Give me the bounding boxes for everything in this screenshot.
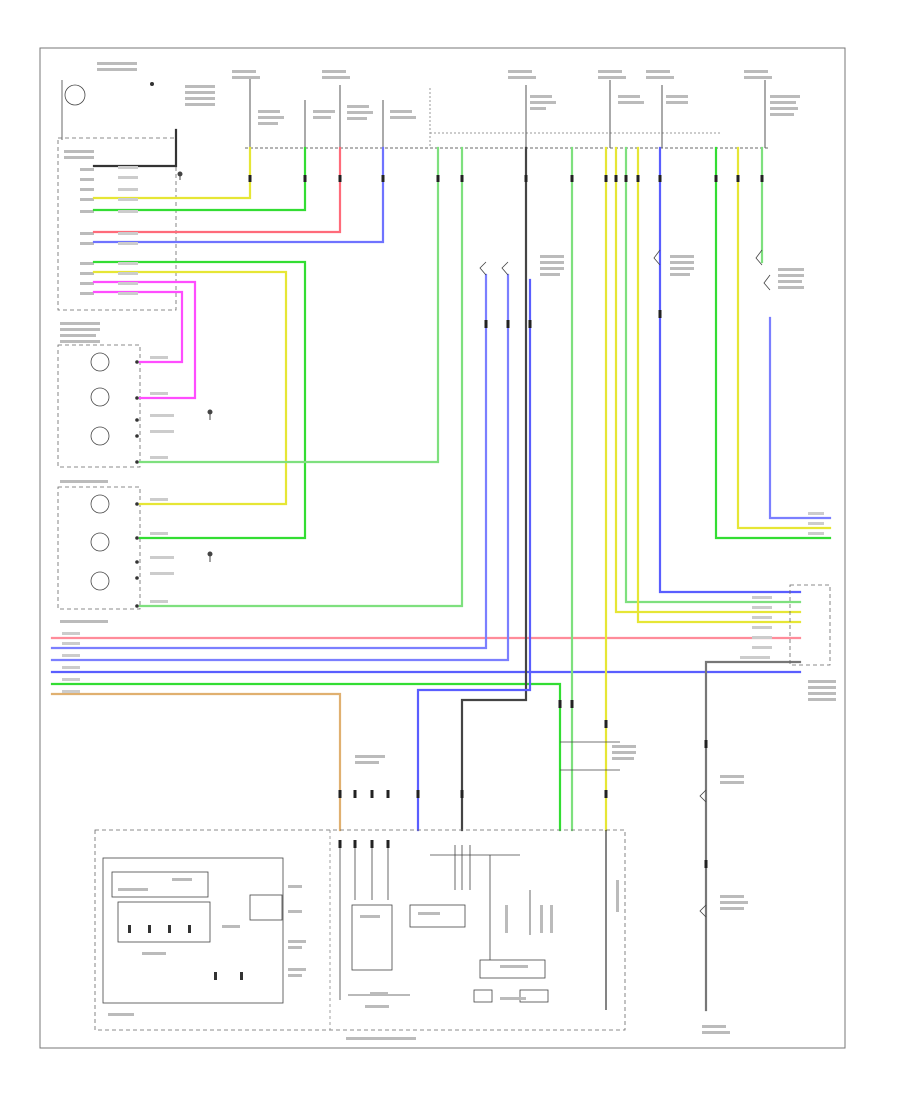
front-control-box bbox=[57, 344, 141, 468]
wire-blue-bus-2 bbox=[50, 273, 510, 662]
ecm-label-blocks bbox=[108, 878, 306, 1016]
wire-magenta-a bbox=[92, 280, 197, 400]
lower-switch-symbols bbox=[560, 741, 707, 918]
headlight-bulb-icons bbox=[90, 352, 110, 591]
wire-yellow-g bbox=[636, 146, 802, 624]
fuse-label-blocks bbox=[97, 62, 800, 125]
combination-meter-box bbox=[94, 829, 626, 1031]
wire-orange-bus bbox=[50, 692, 342, 832]
wire-yellow-h bbox=[736, 146, 832, 530]
ecm-terminals bbox=[128, 925, 243, 980]
terminal-dots bbox=[135, 360, 139, 608]
wire-code-blocks bbox=[62, 166, 824, 693]
relay-label-blocks bbox=[355, 255, 804, 764]
wire-black-c bbox=[704, 660, 802, 1012]
wire-green-f bbox=[624, 146, 802, 604]
wire-green-d bbox=[138, 146, 464, 608]
wire-green-c bbox=[138, 146, 440, 464]
wire-black-a bbox=[92, 128, 178, 168]
meter-label-blocks bbox=[346, 880, 619, 1040]
wire-green-b bbox=[92, 260, 307, 540]
right-connector-box bbox=[789, 584, 831, 666]
wire-yellow-a bbox=[92, 146, 252, 200]
wire-magenta-b bbox=[92, 290, 184, 364]
right-sensor-top-component bbox=[57, 80, 177, 311]
wire-blue-g bbox=[768, 316, 832, 520]
wire-green-a bbox=[92, 146, 307, 212]
wire-blue-bus-1 bbox=[50, 273, 488, 650]
relay-switches bbox=[479, 249, 771, 291]
wire-yellow-f bbox=[614, 146, 802, 614]
wire-green-g bbox=[714, 146, 832, 540]
wire-green-bus bbox=[50, 682, 562, 832]
right-connector-label-blocks bbox=[702, 680, 836, 1034]
diagram-frame bbox=[39, 47, 846, 1049]
left-headlight-box bbox=[57, 486, 141, 610]
ground-symbols bbox=[177, 171, 213, 562]
wire-yellow-b bbox=[92, 270, 288, 506]
ecm-box bbox=[102, 857, 284, 1004]
pin-label-blocks-left bbox=[60, 150, 108, 623]
wire-connector-stubs bbox=[248, 175, 764, 868]
wire-blue-f bbox=[658, 146, 802, 594]
wire-black-b bbox=[460, 146, 528, 832]
fuse-ticks bbox=[249, 78, 766, 148]
wire-blue-c bbox=[416, 278, 532, 832]
ecm-internals bbox=[111, 871, 283, 943]
meter-internals bbox=[339, 840, 549, 1003]
